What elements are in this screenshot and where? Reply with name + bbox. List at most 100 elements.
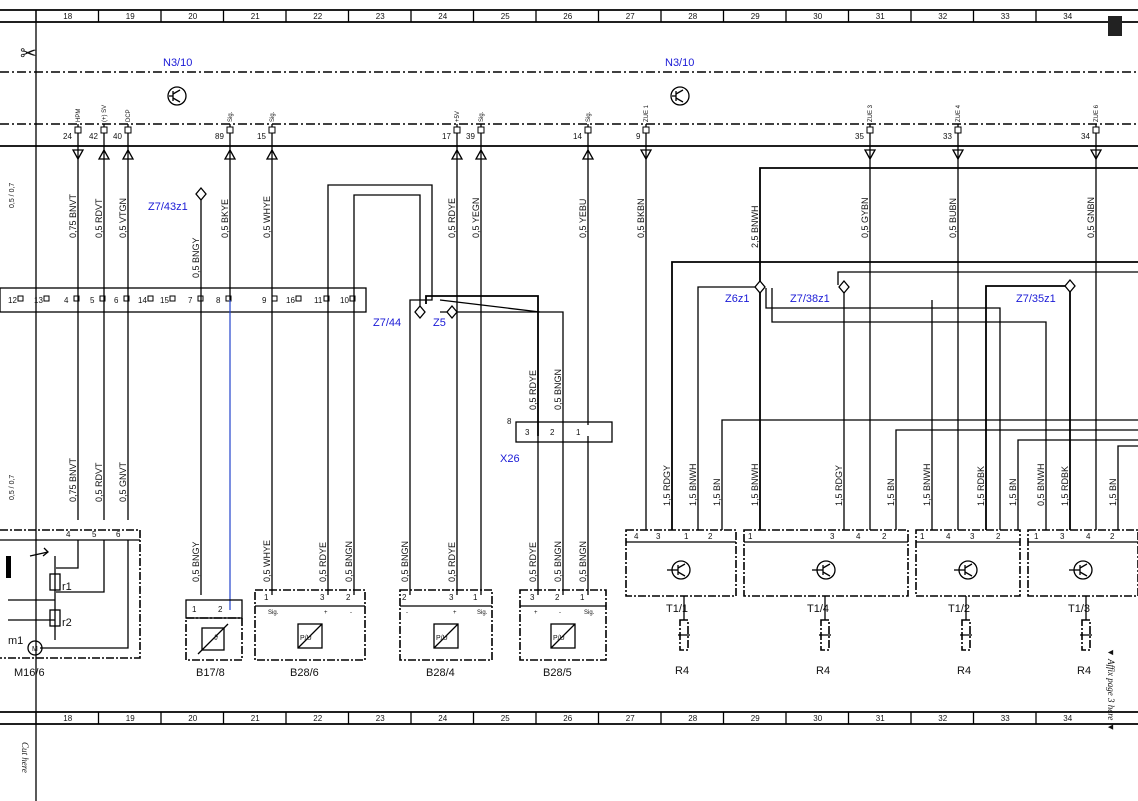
connector-pin-number: 15	[160, 296, 169, 305]
connector-pin-number: 8	[216, 296, 221, 305]
splice-label: Z5	[433, 317, 446, 329]
wire-label: 1,5 BN	[1008, 478, 1018, 506]
component-label: B17/8	[196, 667, 225, 679]
grid-number: 22	[313, 714, 322, 723]
spark-plug-icon	[678, 619, 690, 651]
grid-number: 32	[938, 714, 947, 723]
x26-pin: 1	[576, 428, 581, 437]
pin-number: 1	[192, 605, 197, 614]
pin-number: 1	[264, 593, 269, 602]
grid-number: 31	[876, 714, 885, 723]
pin-number: 4	[856, 532, 861, 541]
module-label-left: N3/10	[163, 57, 192, 69]
grid-number: 19	[126, 714, 135, 723]
resistor-label: R4	[816, 665, 830, 677]
grid-number: 29	[751, 714, 760, 723]
pin-number: 1	[748, 532, 753, 541]
wire-label: 0,5 RDYE	[528, 542, 538, 582]
wire-label: 0,5 RDYE	[528, 370, 538, 410]
component-label: T1/1	[666, 603, 688, 615]
pin-label: -	[406, 610, 408, 616]
x26-pin-number: 8	[507, 417, 512, 426]
module-pin-label: DCP	[126, 109, 132, 122]
pin-label: -	[350, 610, 352, 616]
grid-number: 20	[188, 714, 197, 723]
connector-pin-number: 9	[262, 296, 267, 305]
grid-number: 19	[126, 12, 135, 21]
module-pin-label: ZUE 1	[644, 104, 650, 122]
module-pin-number: 14	[573, 132, 582, 141]
grid-number: 23	[376, 12, 385, 21]
left-mark-upper: 0,5 / 0,7	[9, 183, 16, 208]
wire-label: 0,5 BNGN	[553, 541, 563, 582]
module-pin-number: 40	[113, 132, 122, 141]
wire-label: 0,5 BKYE	[220, 199, 230, 238]
connector-pin-number: 4	[64, 296, 69, 305]
module-pin-number: 33	[943, 132, 952, 141]
pin-number: 1	[684, 532, 689, 541]
pin-number: 2	[402, 593, 407, 602]
motor-label: m1	[8, 635, 23, 647]
module-pin-number: 42	[89, 132, 98, 141]
wire-label: 2,5 BNWH	[750, 205, 760, 248]
grid-number: 27	[626, 12, 635, 21]
component-label: T1/3	[1068, 603, 1090, 615]
wire-label: 1,5 BNWH	[922, 463, 932, 506]
transistor-icon	[1069, 560, 1093, 580]
wire-label: 1,5 BNWH	[688, 463, 698, 506]
grid-number: 25	[501, 12, 510, 21]
pin-number: 5	[92, 530, 97, 539]
module-pin-label: Sig.	[270, 111, 276, 122]
grid-number: 34	[1063, 714, 1072, 723]
grid-number: 33	[1001, 714, 1010, 723]
grid-number: 28	[688, 12, 697, 21]
splice-points: Z7/43z1 Z7/44 Z5 Z6z1 Z7/38z1 Z7/35z1	[148, 186, 1076, 329]
module-pin-number: 35	[855, 132, 864, 141]
pin-number: 3	[656, 532, 661, 541]
grid-number: 23	[376, 714, 385, 723]
pin-label: +	[324, 610, 328, 616]
pin-number: 2	[996, 532, 1001, 541]
sensor-icon	[197, 623, 229, 655]
wire-label: 1,5 BN	[1108, 478, 1118, 506]
grid-number: 30	[813, 714, 822, 723]
grid-number: 26	[563, 714, 572, 723]
wires	[77, 146, 1138, 610]
grid-number: 18	[63, 714, 72, 723]
grid-number: 20	[188, 12, 197, 21]
connector-pin-number: 11	[314, 296, 323, 305]
connector-pin-number: 5	[90, 296, 95, 305]
module-pin-number: 34	[1081, 132, 1090, 141]
grid-number: 22	[313, 12, 322, 21]
wire-label: 0,5 BNGN	[578, 541, 588, 582]
grid-number: 18	[63, 12, 72, 21]
pin-label: -	[559, 610, 561, 616]
wire-label: 0,75 BNVT	[68, 457, 78, 502]
wire-label: 0,5 GNBN	[1086, 197, 1096, 238]
resistor-label: R4	[957, 665, 971, 677]
grid-number: 25	[501, 714, 510, 723]
x26-label: X26	[500, 453, 520, 465]
affix-label: ▼ Affix page 3 here ▼	[1106, 648, 1116, 732]
grid-number: 21	[251, 12, 260, 21]
pin-number: 2	[708, 532, 713, 541]
module-label-right: N3/10	[665, 57, 694, 69]
grid-number: 31	[876, 12, 885, 21]
pin-number: 3	[830, 532, 835, 541]
wire-label: 1,5 RDBK	[1060, 466, 1070, 506]
grid-number: 27	[626, 714, 635, 723]
pin-label: Sig.	[268, 610, 279, 616]
pin-number: 3	[970, 532, 975, 541]
pin-number: 1	[473, 593, 478, 602]
module-pin-label: ZUE 3	[868, 104, 874, 122]
wire-label: 0,5 WHYE	[262, 540, 272, 582]
splice-label: Z6z1	[725, 293, 749, 305]
